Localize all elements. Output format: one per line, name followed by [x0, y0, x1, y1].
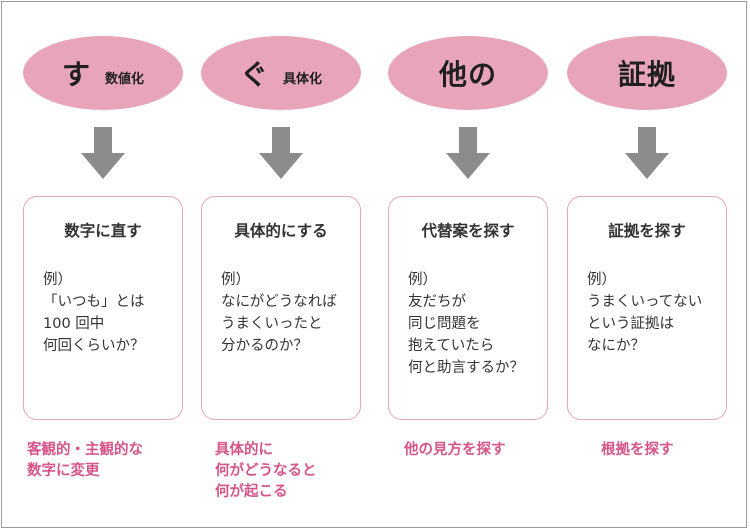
ellipse-ta: 他の — [388, 36, 548, 110]
summary-line: 他の見方を探す — [404, 442, 506, 458]
method-box-su: 数字に直す 例） 「いつも」とは 100 回中 何回くらいか？ — [23, 196, 183, 420]
ellipse-su: す 数値化 — [23, 36, 183, 110]
down-arrow-icon — [446, 127, 490, 179]
box-example: 例） うまくいってない という証拠は なにか？ — [587, 269, 720, 357]
example-line: 100 回中 — [43, 316, 105, 332]
example-line: 例） — [408, 272, 437, 288]
method-box-sho: 証拠を探す 例） うまくいってない という証拠は なにか？ — [567, 196, 727, 420]
summary-line: 何が起こる — [215, 484, 288, 500]
example-line: 例） — [43, 272, 72, 288]
summary-line: 何がどうなると — [215, 463, 317, 479]
column-sho: 証拠 証拠を探す 例） うまくいってない という証拠は なにか？ 根拠を探す — [567, 0, 747, 531]
summary-line: 根拠を探す — [601, 442, 674, 458]
down-arrow-icon — [259, 127, 303, 179]
ellipse-sub-label: 具体化 — [283, 71, 323, 87]
ellipse-main-label: す — [61, 58, 91, 91]
ellipse-sho: 証拠 — [567, 36, 727, 110]
example-line: 何回くらいか？ — [43, 338, 145, 354]
box-title: 数字に直す — [64, 222, 142, 240]
example-line: 抱えていたら — [408, 338, 495, 354]
box-example: 例） 友だちが 同じ問題を 抱えていたら 何と助言するか？ — [408, 269, 541, 379]
ellipse-main-label: ぐ — [239, 58, 269, 91]
example-line: 例） — [587, 272, 616, 288]
example-line: うまくいってない — [587, 294, 703, 310]
summary-gu: 具体的に 何がどうなると 何が起こる — [215, 440, 387, 503]
box-example: 例） 「いつも」とは 100 回中 何回くらいか？ — [43, 269, 176, 357]
example-line: 何と助言するか？ — [408, 360, 524, 376]
summary-line: 数字に変更 — [27, 463, 100, 479]
example-line: 分かるのか？ — [221, 338, 308, 354]
column-su: す 数値化 数字に直す 例） 「いつも」とは 100 回中 何回くらいか？ 客観… — [23, 0, 203, 531]
column-ta: 他の 代替案を探す 例） 友だちが 同じ問題を 抱えていたら 何と助言するか？ … — [388, 0, 568, 531]
summary-su: 客観的・主観的な 数字に変更 — [27, 440, 199, 482]
ellipse-sub-label: 数値化 — [105, 71, 145, 87]
example-line: なにか？ — [587, 338, 645, 354]
column-gu: ぐ 具体化 具体的にする 例） なにがどうなれば うまくいったと 分かるのか？ … — [201, 0, 381, 531]
example-line: 同じ問題を — [408, 316, 481, 332]
example-line: 例） — [221, 272, 250, 288]
example-line: なにがどうなれば — [221, 294, 337, 310]
summary-ta: 他の見方を探す — [404, 440, 576, 461]
method-box-ta: 代替案を探す 例） 友だちが 同じ問題を 抱えていたら 何と助言するか？ — [388, 196, 548, 420]
summary-sho: 根拠を探す — [601, 440, 750, 461]
example-line: という証拠は — [587, 316, 674, 332]
box-title: 具体的にする — [234, 222, 328, 240]
example-line: うまくいったと — [221, 316, 323, 332]
method-box-gu: 具体的にする 例） なにがどうなれば うまくいったと 分かるのか？ — [201, 196, 361, 420]
example-line: 友だちが — [408, 294, 466, 310]
summary-line: 客観的・主観的な — [27, 442, 143, 458]
summary-line: 具体的に — [215, 442, 273, 458]
down-arrow-icon — [625, 127, 669, 179]
box-example: 例） なにがどうなれば うまくいったと 分かるのか？ — [221, 269, 354, 357]
box-title: 代替案を探す — [421, 222, 515, 240]
ellipse-gu: ぐ 具体化 — [201, 36, 361, 110]
ellipse-main-label: 他の — [438, 58, 497, 91]
box-title: 証拠を探す — [608, 222, 686, 240]
example-line: 「いつも」とは — [43, 294, 145, 310]
ellipse-main-label: 証拠 — [617, 58, 676, 91]
down-arrow-icon — [81, 127, 125, 179]
